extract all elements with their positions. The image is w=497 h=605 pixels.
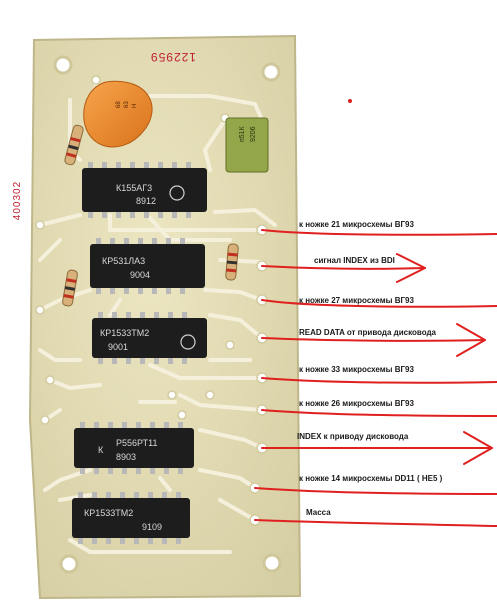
wire-pin33 — [261, 377, 497, 384]
chip-dd1-line2: 8912 — [136, 196, 156, 206]
chip-dd5: КР1533ТМ2 9109 — [72, 492, 190, 544]
label-index-drive: INDEX к приводу дисковода — [297, 432, 409, 441]
label-pin27: к ножке 27 микросхемы ВГ93 — [299, 296, 414, 305]
label-pin33: к ножке 33 микросхемы ВГ93 — [299, 365, 414, 374]
board-serial-side: 400302 — [12, 180, 24, 221]
label-read-data: READ DATA от привода дисковода — [299, 328, 437, 337]
chip-dd4-line2: 8903 — [116, 452, 136, 462]
wire-pin14 — [254, 487, 497, 495]
label-pin26: к ножке 26 микросхемы ВГ93 — [299, 399, 414, 408]
signal-wires — [254, 229, 497, 527]
arrow-read-data — [456, 323, 486, 357]
chip-dd1: К155АГ3 8912 — [82, 162, 207, 218]
svg-text:68: 68 — [116, 101, 122, 108]
mounting-hole — [53, 55, 73, 75]
label-pin14: к ножке 14 микросхемы DD11 ( НЕ5 ) — [299, 474, 443, 483]
arrow-index-bdi — [396, 253, 426, 283]
svg-text:Н: Н — [132, 104, 138, 108]
chip-dd3: КР1533ТМ2 9001 — [92, 312, 207, 364]
chip-dd2-line2: 9004 — [130, 270, 150, 280]
resistors — [62, 124, 239, 307]
mounting-hole — [261, 62, 281, 82]
label-index-bdi: сигнал INDEX из BDI — [314, 256, 395, 265]
arrow-index-drive — [463, 431, 493, 465]
chip-dd5-line1: КР1533ТМ2 — [84, 508, 133, 518]
board-serial-top: 122959 — [150, 50, 197, 64]
wire-read-data — [261, 337, 486, 342]
chip-dd4-line1: Р556РТ11 — [116, 438, 157, 448]
wire-pin27 — [261, 299, 497, 308]
wire-index-bdi — [261, 265, 426, 270]
chip-dd4: К Р556РТ11 8903 — [74, 422, 194, 474]
chip-dd3-line2: 9001 — [108, 342, 128, 352]
chip-dd2-line1: КР531ЛА3 — [102, 256, 145, 266]
chip-dd5-line2: 9109 — [142, 522, 162, 532]
label-pin21: к ножке 21 микросхемы ВГ93 — [299, 220, 414, 229]
wire-pin21 — [261, 229, 497, 236]
mounting-hole — [59, 554, 79, 574]
label-ground: Масса — [306, 508, 331, 517]
green-capacitor: п51К 9206 — [225, 117, 269, 173]
svg-text:63: 63 — [124, 101, 130, 108]
red-dot — [348, 99, 352, 103]
chip-dd1-line1: К155АГ3 — [116, 183, 152, 193]
chip-dd3-line1: КР1533ТМ2 — [100, 328, 149, 338]
svg-text:п51К: п51К — [239, 125, 246, 142]
orange-capacitor: 68 63 Н — [83, 80, 153, 148]
wire-pin26 — [261, 409, 497, 417]
wire-ground — [254, 519, 497, 527]
chip-dd4-prefix: К — [98, 445, 104, 455]
svg-text:9206: 9206 — [250, 126, 257, 142]
chip-dd2: КР531ЛА3 9004 — [90, 238, 205, 294]
mounting-hole — [262, 553, 282, 573]
